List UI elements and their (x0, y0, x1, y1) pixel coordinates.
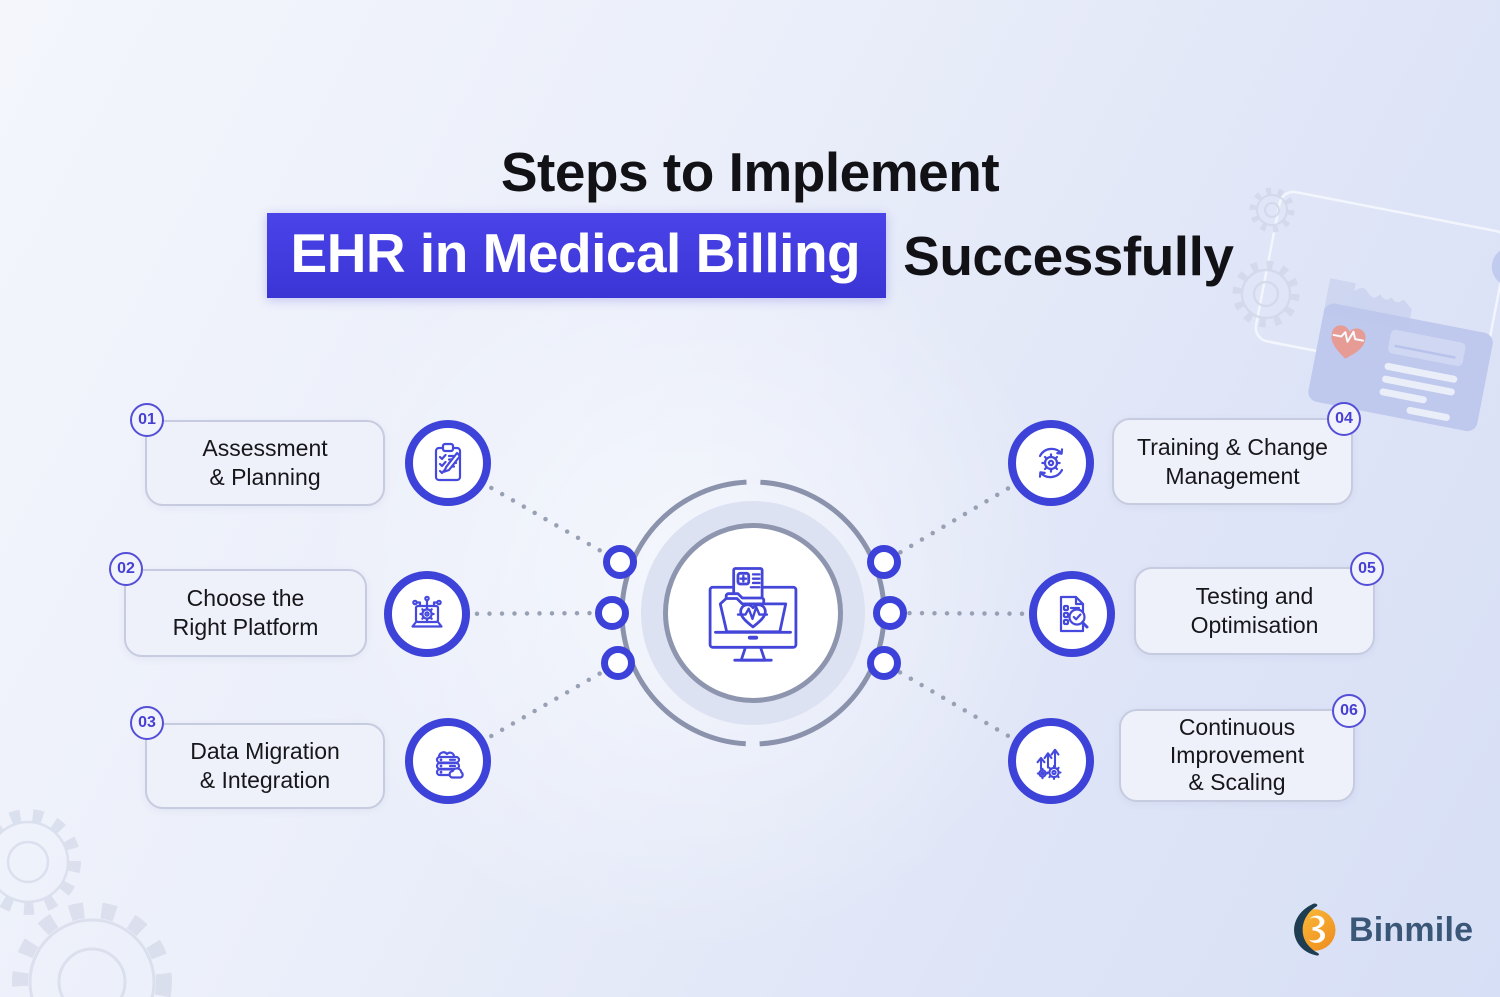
orbit-node-right-2 (873, 596, 907, 630)
ehr-monitor-icon (708, 567, 798, 662)
gear-sync-icon (1008, 420, 1094, 506)
title-line-2: EHR in Medical Billing Successfully (0, 213, 1500, 298)
title-line-1: Steps to Implement (500, 141, 1000, 203)
page-title: Steps to Implement EHR in Medical Billin… (0, 140, 1500, 298)
gear-decoration-bottom-left (0, 809, 172, 997)
gear-decoration-top-right (1232, 187, 1300, 328)
step-label: Training & Change Management (1112, 418, 1353, 505)
step-number-badge: 06 (1332, 694, 1366, 728)
server-cloud-icon (405, 718, 491, 804)
binmile-logo: Binmile (1286, 901, 1473, 959)
step-label: Data Migration & Integration (145, 723, 385, 809)
step-number-badge: 05 (1350, 552, 1384, 586)
step-label: Continuous Improvement & Scaling (1119, 709, 1355, 802)
binmile-logo-mark (1294, 903, 1336, 956)
laptop-gear-icon (384, 571, 470, 657)
step-number-badge: 01 (130, 403, 164, 437)
step-number-badge: 03 (130, 706, 164, 740)
document-magnifier-icon (1029, 571, 1115, 657)
step-number-badge: 04 (1327, 402, 1361, 436)
title-rest: Successfully (903, 224, 1234, 287)
title-highlight: EHR in Medical Billing (266, 213, 887, 298)
hub-inner-circle (663, 523, 843, 703)
step-label: Assessment & Planning (145, 420, 385, 506)
dotted-connectors (424, 460, 1075, 764)
orbit-node-left-1 (603, 545, 637, 579)
step-label: Testing and Optimisation (1134, 567, 1375, 655)
orbit-node-left-3 (601, 646, 635, 680)
medical-card-illustration (1254, 190, 1500, 432)
step-label: Choose the Right Platform (124, 569, 367, 657)
orbit-node-left-2 (595, 596, 629, 630)
growth-gears-icon (1008, 718, 1094, 804)
clipboard-checklist-icon (405, 420, 491, 506)
orbit-node-right-1 (867, 545, 901, 579)
step-number-badge: 02 (109, 552, 143, 586)
binmile-logo-text: Binmile (1349, 910, 1474, 949)
orbit-node-right-3 (867, 646, 901, 680)
